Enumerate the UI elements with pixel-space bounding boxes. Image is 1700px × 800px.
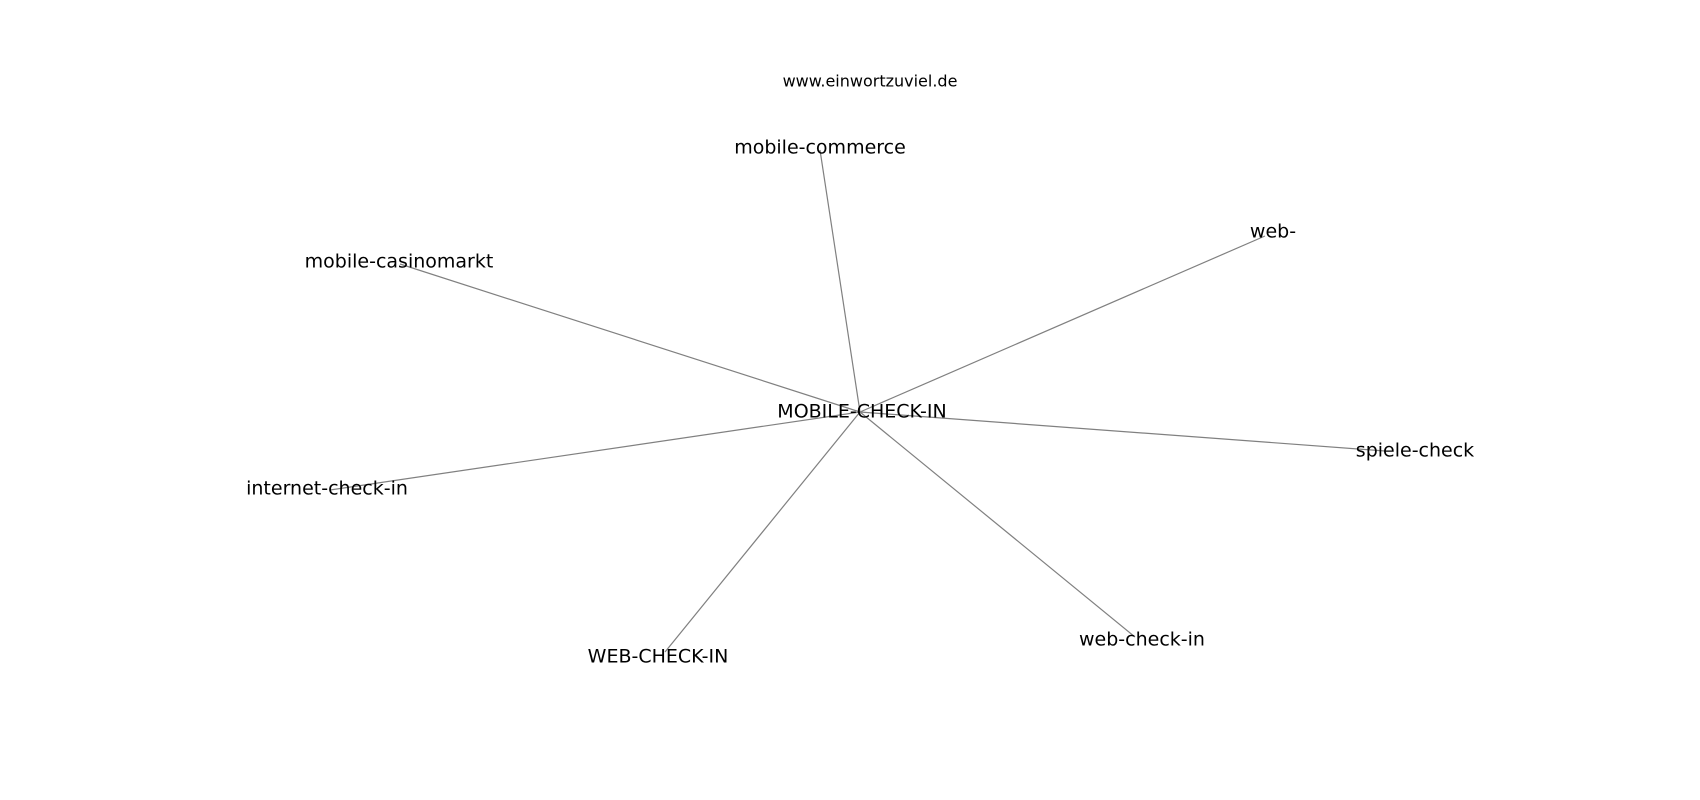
node-label-web: web- [1250,221,1296,243]
edge-layer [329,149,1386,653]
edge-spiele-check [859,411,1386,452]
node-layer: MOBILE-CHECK-IN mobile-commerce web-mobile… [246,137,1474,668]
edge-mobile-casinomarkt [399,263,861,413]
node-label-web-check-in: WEB-CHECK-IN [588,646,729,668]
node-label-internet-check-in: internet-check-in [246,478,408,500]
site-url: www.einwortzuviel.de [783,72,958,91]
node-label-spiele-check: spiele-check [1356,440,1474,462]
edge-mobile-commerce [819,149,861,413]
node-label-mobile-commerce: mobile-commerce [734,137,906,159]
edge-web-check-in [664,411,861,653]
edge-web [859,235,1266,413]
node-label-web-check-in: web-check-in [1079,629,1205,651]
center-node-label: MOBILE-CHECK-IN [777,401,946,423]
edge-web-check-in [859,411,1136,638]
edge-internet-check-in [329,411,861,491]
node-label-mobile-casinomarkt: mobile-casinomarkt [305,251,494,273]
